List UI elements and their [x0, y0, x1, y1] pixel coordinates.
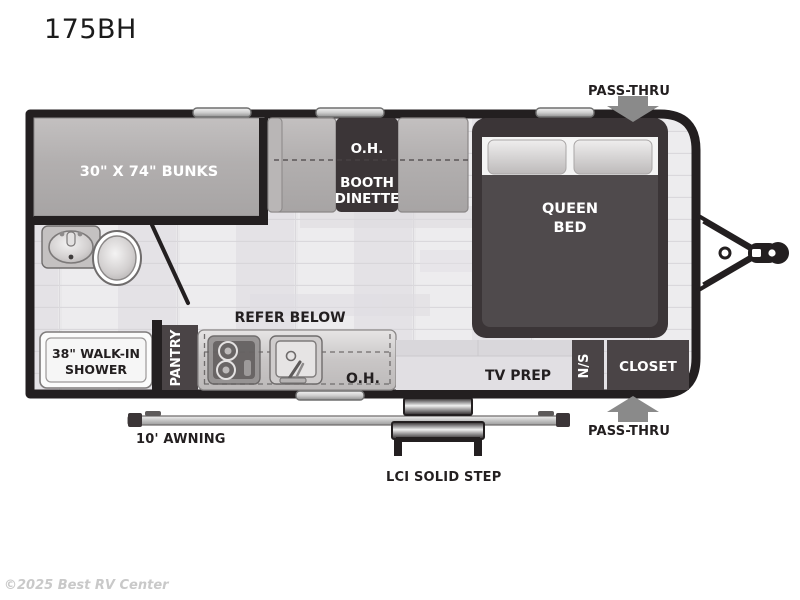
room-label-ns: N/S [577, 354, 592, 379]
trailer-shell-outline [25, 109, 701, 399]
bathroom-vanity-sink-icon [41, 225, 101, 269]
wall-segment [152, 320, 162, 390]
room-label-refer-below: REFER BELOW [234, 310, 345, 326]
room-label-shower-line1: 38" WALK-IN [52, 346, 140, 361]
room-dinette: O.H. BOOTH DINETTE [267, 117, 469, 213]
hitch-coupler-icon [748, 242, 789, 264]
room-bunks: 30" X 74" BUNKS [33, 117, 265, 217]
wall-segment [259, 118, 268, 225]
window-icon [295, 390, 365, 401]
room-label-bunks: 30" X 74" BUNKS [80, 164, 218, 180]
room-label-dinette-line2: DINETTE [335, 191, 400, 207]
pass-thru-arrow-top-icon [607, 96, 659, 122]
room-label-shower-line2: SHOWER [65, 362, 127, 377]
callout-pass-thru-top: PASS-THRU [588, 84, 671, 99]
room-label-queen-line2: BED [554, 220, 587, 236]
room-tv-prep: TV PREP [396, 340, 572, 390]
room-night-stand: N/S [572, 340, 604, 390]
room-shower: 38" WALK-IN SHOWER [39, 331, 153, 389]
room-queen-bed: QUEEN BED [472, 118, 668, 338]
kitchen-sink-icon [269, 335, 323, 385]
page-title: 175BH [44, 14, 137, 45]
callout-solid-step: LCI SOLID STEP [386, 470, 502, 485]
room-label-queen-line1: QUEEN [542, 201, 598, 217]
roof-vent-icon [192, 107, 252, 118]
room-label-dinette-line1: BOOTH [340, 175, 394, 191]
window-icon [535, 107, 595, 118]
room-pantry: PANTRY [162, 325, 198, 390]
room-closet: CLOSET [607, 340, 689, 390]
awning-rail-icon [127, 411, 570, 427]
copyright-notice: ©2025 Best RV Center [4, 578, 169, 593]
two-burner-range-icon [207, 335, 261, 385]
window-icon [315, 107, 385, 118]
room-label-tv-prep: TV PREP [485, 368, 551, 384]
floorplan-svg: 30" X 74" BUNKS 38" WALK-IN SHOWER PANTR… [25, 96, 789, 456]
floorplan-diagram: 30" X 74" BUNKS 38" WALK-IN SHOWER PANTR… [25, 96, 789, 456]
room-label-pantry: PANTRY [169, 329, 184, 386]
callout-awning: 10' AWNING [136, 432, 226, 447]
room-label-oh-dinette: O.H. [351, 141, 384, 157]
pass-thru-arrow-bottom-icon [607, 396, 659, 422]
entry-step-icon [391, 397, 485, 456]
room-label-oh-kitchen: O.H. [346, 371, 380, 387]
door-swing-icon [150, 223, 190, 305]
room-label-closet: CLOSET [619, 359, 677, 375]
toilet-icon [92, 230, 142, 286]
callout-pass-thru-bottom: PASS-THRU [588, 424, 671, 439]
wall-segment [34, 216, 268, 225]
